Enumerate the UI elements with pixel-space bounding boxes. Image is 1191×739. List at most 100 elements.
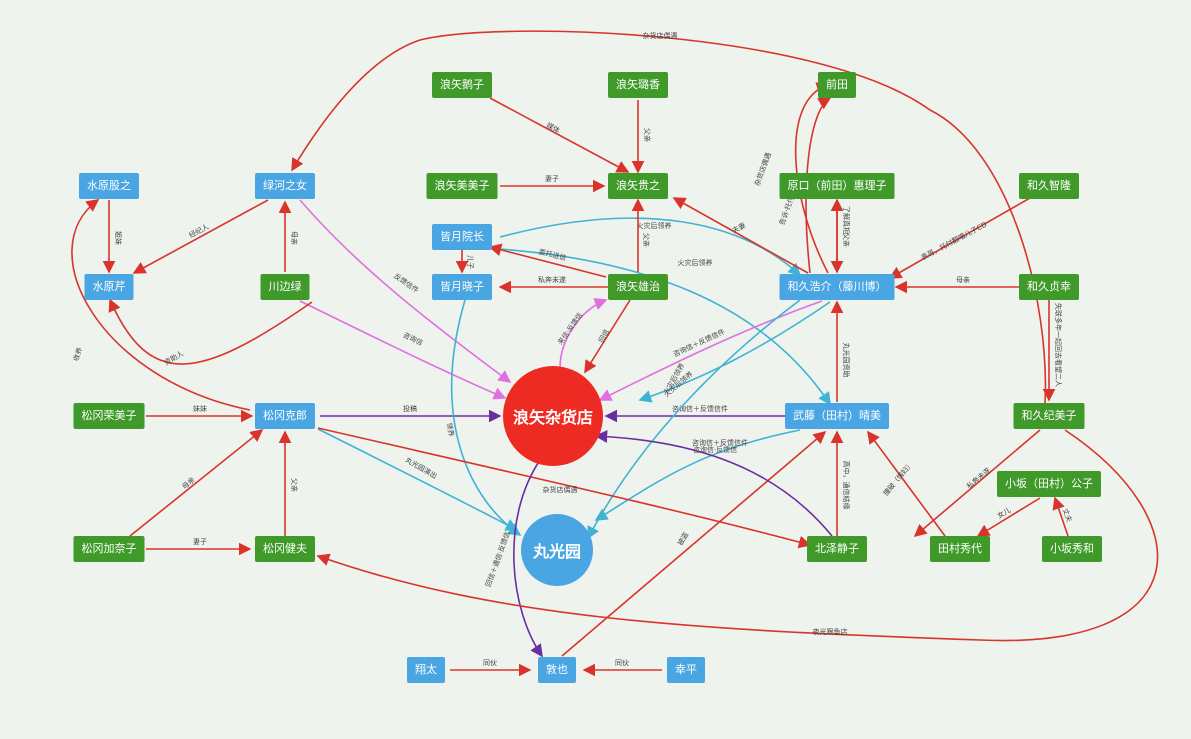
edge-label-e23: 了解真相 bbox=[842, 206, 851, 234]
node-hejiu-zhenzao: 和久贞幸 bbox=[1019, 274, 1079, 300]
edge-label-e42: 高中，通信结缘 bbox=[842, 461, 851, 510]
node-wuteng: 武藤（田村）晴美 bbox=[785, 403, 889, 429]
hub-maruko-label: 丸光园 bbox=[532, 542, 581, 561]
node-songgang-jianfu: 松冈健夫 bbox=[255, 536, 315, 562]
edge-label-e8: 火灾后领养 bbox=[637, 221, 672, 230]
node-shuiyuan-qin: 水原芹 bbox=[84, 274, 134, 300]
node-hejiu-jimei: 和久纪美子 bbox=[1013, 403, 1085, 429]
edge-e49 bbox=[594, 430, 833, 537]
edge-e50 bbox=[513, 459, 543, 658]
edge-e31 bbox=[638, 301, 831, 403]
node-xiaobin: 小坂（田村）公子 bbox=[997, 471, 1101, 497]
hub-maruko: 丸光园 bbox=[521, 514, 593, 586]
edge-e14 bbox=[672, 197, 809, 274]
node-langshi-xiangsheng: 浪矢璐香 bbox=[608, 72, 668, 98]
edge-e39 bbox=[317, 427, 812, 549]
edge-label-e4: 母亲 bbox=[290, 231, 299, 245]
edge-e38 bbox=[317, 428, 519, 531]
edge-label-e14: 夫妻 bbox=[731, 221, 748, 236]
edge-e35 bbox=[129, 428, 264, 537]
edge-e48 bbox=[561, 430, 827, 657]
node-xiangtai: 翔太 bbox=[407, 657, 445, 683]
node-langshi-guizhi: 浪矢贵之 bbox=[608, 173, 668, 199]
node-jieyue-yuanzhang: 皆月院长 bbox=[432, 224, 492, 250]
node-tiancun: 田村秀代 bbox=[930, 536, 990, 562]
edge-label-e12: 儿子 bbox=[466, 255, 474, 269]
edge-e15 bbox=[299, 300, 507, 400]
node-dunye: 敦也 bbox=[538, 657, 576, 683]
edge-e20 bbox=[794, 82, 830, 274]
node-xiaobin-xiuhe: 小坂秀和 bbox=[1042, 536, 1102, 562]
edge-e8 bbox=[499, 217, 802, 277]
edge-label-e44: 女儿 bbox=[995, 505, 1012, 520]
edge-e51 bbox=[316, 429, 1159, 642]
edge-label-e48: 被盗 bbox=[675, 530, 690, 547]
edge-label-e32: 领养 bbox=[445, 422, 456, 437]
node-gongping: 幸平 bbox=[667, 657, 705, 683]
edge-label-e16: 反馈信件 bbox=[392, 271, 420, 294]
edge-label-e52: 私奔未遂 bbox=[965, 466, 992, 491]
edge-label-e33: 咨询信＋反馈信件 bbox=[692, 438, 748, 447]
edge-label-e41: 收养 bbox=[71, 346, 84, 362]
edge-e19 bbox=[598, 300, 823, 401]
edge-label-e47: 同伙 bbox=[615, 659, 629, 667]
edge-label-e37: 父亲 bbox=[290, 478, 299, 492]
edge-label-e43: 撞破（情妇） bbox=[881, 459, 915, 497]
edge-label-e29: 咨询信＋反馈信件 bbox=[672, 404, 728, 413]
edge-label-e51: 夜光跟鱼店 bbox=[813, 627, 848, 636]
edge-label-e1: 杂货店偶遇 bbox=[643, 31, 678, 40]
node-lvhe-nv: 绿河之女 bbox=[255, 173, 315, 199]
edge-label-e5: 媒体 bbox=[545, 121, 562, 136]
edge-label-e26: 失联多年一起回去看望二人 bbox=[1054, 303, 1063, 387]
node-beize: 北泽静子 bbox=[807, 536, 867, 562]
edge-label-e10: 私奔未遂 bbox=[538, 275, 566, 284]
edge-label-e18: 回信 bbox=[597, 328, 612, 345]
edge-label-e17: 来信·反馈信 bbox=[556, 311, 585, 347]
edge-e24 bbox=[888, 197, 1031, 279]
edge-e16 bbox=[299, 199, 512, 383]
edge-label-e27: 投稿 bbox=[403, 404, 417, 413]
edge-e41 bbox=[71, 199, 251, 411]
edge-e5 bbox=[489, 97, 630, 173]
edge-label-e13: 父亲 bbox=[642, 233, 651, 247]
edge-label-e35: 母亲 bbox=[180, 475, 197, 491]
node-hejiu-zhisui: 和久智隆 bbox=[1019, 173, 1079, 199]
edge-e33 bbox=[594, 429, 801, 521]
edge-label-e39: 杂货店偶遇 bbox=[543, 485, 578, 494]
edge-e52 bbox=[913, 429, 1041, 538]
edge-e1 bbox=[291, 30, 1047, 405]
edge-label-e2: 姐妹 bbox=[114, 231, 123, 245]
edge-label-e6: 妻子 bbox=[545, 174, 559, 183]
node-jieyue-xiao: 皆月晓子 bbox=[432, 274, 492, 300]
edge-e40 bbox=[108, 298, 313, 365]
edge-label-e36: 妻子 bbox=[193, 537, 207, 546]
node-langshi-mei: 浪矢美美子 bbox=[426, 173, 498, 199]
edge-label-e15: 咨询信 bbox=[402, 330, 425, 347]
edge-label-e21: 父亲 bbox=[842, 233, 851, 247]
edge-label-e50: 回信＋通信·反馈信 bbox=[483, 530, 511, 588]
edge-e22 bbox=[805, 97, 832, 274]
edge-label-e20: 杂货店偶遇 bbox=[752, 151, 772, 187]
node-songgang-fanmei: 松冈荣美子 bbox=[73, 403, 145, 429]
node-yuankou: 原口（前田）惠理子 bbox=[779, 173, 895, 199]
node-qiantian: 前田 bbox=[818, 72, 856, 98]
edge-e11 bbox=[488, 243, 607, 278]
edge-label-e7: 父亲 bbox=[643, 128, 652, 142]
edge-label-e46: 同伙 bbox=[483, 659, 497, 667]
edge-e17 bbox=[559, 298, 608, 369]
node-langshi-yongzi: 浪矢鹅子 bbox=[432, 72, 492, 98]
node-langshi-xiongzhi: 浪矢雄治 bbox=[608, 274, 668, 300]
edge-label-e24: 表哥，托付翻唱儿子CD bbox=[919, 220, 988, 262]
edge-label-e38: 丸光园演出 bbox=[404, 455, 439, 480]
node-shuiyuan-shu: 水原股之 bbox=[79, 173, 139, 199]
edge-label-e28: 妹妹 bbox=[193, 404, 207, 413]
edge-label-e25: 母亲 bbox=[956, 275, 970, 284]
edge-e18 bbox=[584, 299, 631, 374]
edge-e34 bbox=[587, 299, 801, 540]
edge-e43 bbox=[867, 430, 946, 537]
node-songgang-jianmei: 松冈加奈子 bbox=[73, 536, 145, 562]
hub-store-label: 浪矢杂货店 bbox=[512, 408, 593, 427]
edge-e3 bbox=[132, 199, 269, 274]
node-songgang-kelang: 松冈克郎 bbox=[255, 403, 315, 429]
